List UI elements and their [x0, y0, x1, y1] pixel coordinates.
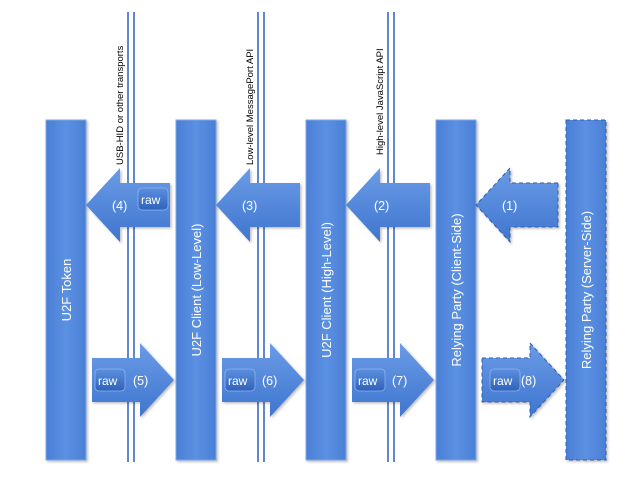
raw-label-step-4: raw — [141, 193, 161, 207]
raw-box-step-5 — [94, 368, 126, 392]
arrow-step-7 — [352, 343, 434, 417]
step-label-5: (5) — [133, 374, 148, 388]
step-label-2: (2) — [374, 199, 389, 213]
interface-label-transport: USB-HID or other transports — [115, 45, 126, 165]
interface-label-javascript: High-level JavaScript API — [375, 48, 386, 155]
step-label-3: (3) — [242, 199, 257, 213]
arrow-step-2 — [346, 168, 430, 242]
arrow-step-5 — [92, 343, 174, 417]
column-u2f-token — [45, 119, 87, 461]
column-label-relying-party-client: Relying Party (Client-Side) — [449, 213, 464, 366]
raw-label-step-8: raw — [493, 374, 513, 388]
raw-label-step-7: raw — [358, 374, 378, 388]
arrow-step-4 — [86, 168, 170, 242]
arrow-step-1 — [475, 166, 559, 244]
arrow-step-8 — [481, 341, 565, 419]
raw-box-step-8 — [489, 368, 521, 392]
arrow-step-6 — [222, 343, 304, 417]
arrow-step-3 — [216, 168, 300, 242]
raw-box-step-6 — [224, 368, 256, 392]
column-relying-party-server — [565, 119, 607, 461]
column-u2f-client-low — [175, 119, 217, 461]
column-label-u2f-client-low: U2F Client (Low-Level) — [189, 224, 204, 357]
raw-box-step-7 — [354, 368, 386, 392]
step-label-4: (4) — [112, 199, 127, 213]
step-label-7: (7) — [392, 374, 407, 388]
step-label-1: (1) — [502, 199, 517, 213]
column-u2f-client-high — [305, 119, 347, 461]
column-label-u2f-token: U2F Token — [59, 259, 74, 322]
raw-label-step-5: raw — [98, 374, 118, 388]
step-label-6: (6) — [262, 374, 277, 388]
column-relying-party-client — [435, 119, 477, 461]
raw-box-step-4 — [137, 187, 169, 211]
raw-label-step-6: raw — [228, 374, 248, 388]
column-label-u2f-client-high: U2F Client (High-Level) — [319, 222, 334, 358]
step-label-8: (8) — [521, 374, 536, 388]
column-label-relying-party-server: Relying Party (Server-Side) — [579, 211, 594, 369]
interface-label-messageport: Low-level MessagePort API — [245, 49, 256, 165]
